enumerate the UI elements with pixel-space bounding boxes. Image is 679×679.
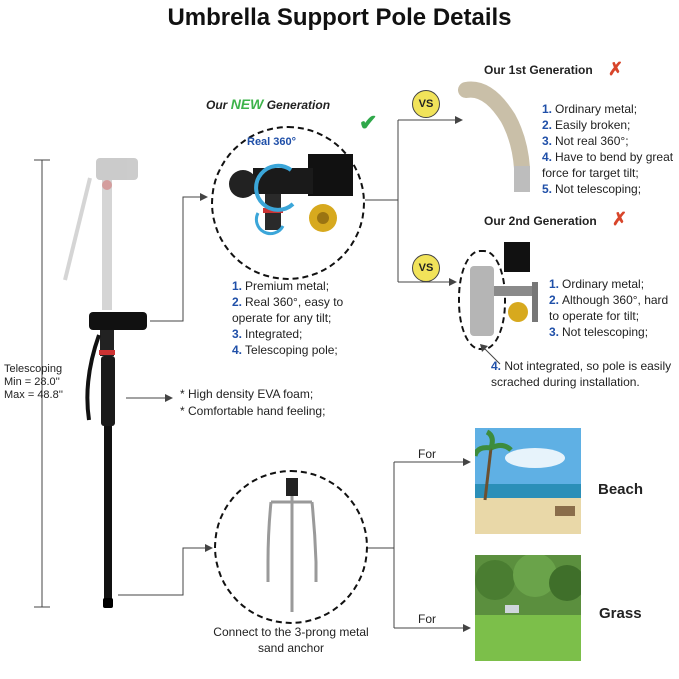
- first-generation-title: Our 1st Generation: [484, 63, 593, 77]
- list-item: 2.Although 360°, hard to operate for til…: [549, 293, 669, 323]
- list-item: 1.Ordinary metal;: [549, 277, 645, 291]
- new-generation-closeup: Real 360°: [211, 126, 365, 280]
- new-generation-prefix: Our: [206, 98, 228, 112]
- feature-item: 4.Telescoping pole;: [232, 343, 338, 357]
- telescoping-min: Min = 28.0'': [4, 376, 60, 388]
- grass-photo: [475, 555, 581, 661]
- list-item: 4.Have to bend by great force for target…: [542, 150, 674, 180]
- feature-item: 3.Integrated;: [232, 327, 303, 341]
- cross-icon: ✗: [608, 59, 624, 79]
- page-title: Umbrella Support Pole Details: [167, 4, 512, 31]
- list-item: 5.Not telescoping;: [542, 182, 642, 196]
- new-generation-title: Our NEW Generation: [206, 96, 330, 112]
- telescoping-label: Telescoping Min = 28.0'' Max = 48.8'': [4, 363, 63, 402]
- telescoping-max: Max = 48.8'': [4, 389, 63, 401]
- first-generation-list: 1.Ordinary metal; 2.Easily broken; 3.Not…: [542, 101, 678, 197]
- foam-note: * High density EVA foam;: [180, 387, 314, 401]
- three-prong-anchor-image: [266, 478, 318, 612]
- grass-label: Grass: [599, 605, 642, 622]
- foam-note: * Comfortable hand feeling;: [180, 404, 326, 418]
- beach-photo: [475, 428, 581, 534]
- list-item: 3.Not telescoping;: [549, 325, 649, 339]
- sand-anchor-closeup: [214, 470, 368, 624]
- beach-label: Beach: [598, 481, 644, 498]
- second-generation-list: 1.Ordinary metal; 2.Although 360°, hard …: [549, 276, 677, 340]
- real-360-badge: Real 360°: [247, 136, 297, 148]
- second-generation-title: Our 2nd Generation: [484, 214, 597, 228]
- second-generation-image: [470, 242, 538, 336]
- umbrella-pole-illustration: [63, 158, 147, 608]
- vs-badge: VS: [412, 254, 440, 282]
- feature-item: 1.Premium metal;: [232, 279, 330, 293]
- first-generation-image: [458, 81, 530, 192]
- list-item: 3.Not real 360°;: [542, 134, 629, 148]
- list-item: 2.Easily broken;: [542, 118, 631, 132]
- note-arrow: [480, 344, 501, 365]
- foam-notes: * High density EVA foam; * Comfortable h…: [180, 386, 325, 420]
- feature-item: 2.Real 360°, easy to operate for any til…: [232, 295, 344, 325]
- vs-badge: VS: [412, 90, 440, 118]
- new-generation-suffix: Generation: [266, 98, 331, 112]
- list-item: 1.Ordinary metal;: [542, 102, 638, 116]
- new-generation-features: 1.Premium metal; 2.Real 360°, easy to op…: [232, 278, 372, 358]
- for-label-grass: For: [418, 612, 436, 626]
- swivel-head-image: [229, 154, 353, 236]
- second-generation-note: 4. Not integrated, so pole is easily scr…: [491, 359, 672, 389]
- for-label-beach: For: [418, 447, 436, 461]
- telescoping-title: Telescoping: [4, 363, 63, 375]
- new-generation-highlight: NEW: [230, 96, 264, 112]
- anchor-caption: Connect to the 3-prong metal sand anchor: [213, 625, 369, 655]
- check-icon: ✔: [359, 110, 378, 135]
- cross-icon: ✗: [612, 209, 628, 229]
